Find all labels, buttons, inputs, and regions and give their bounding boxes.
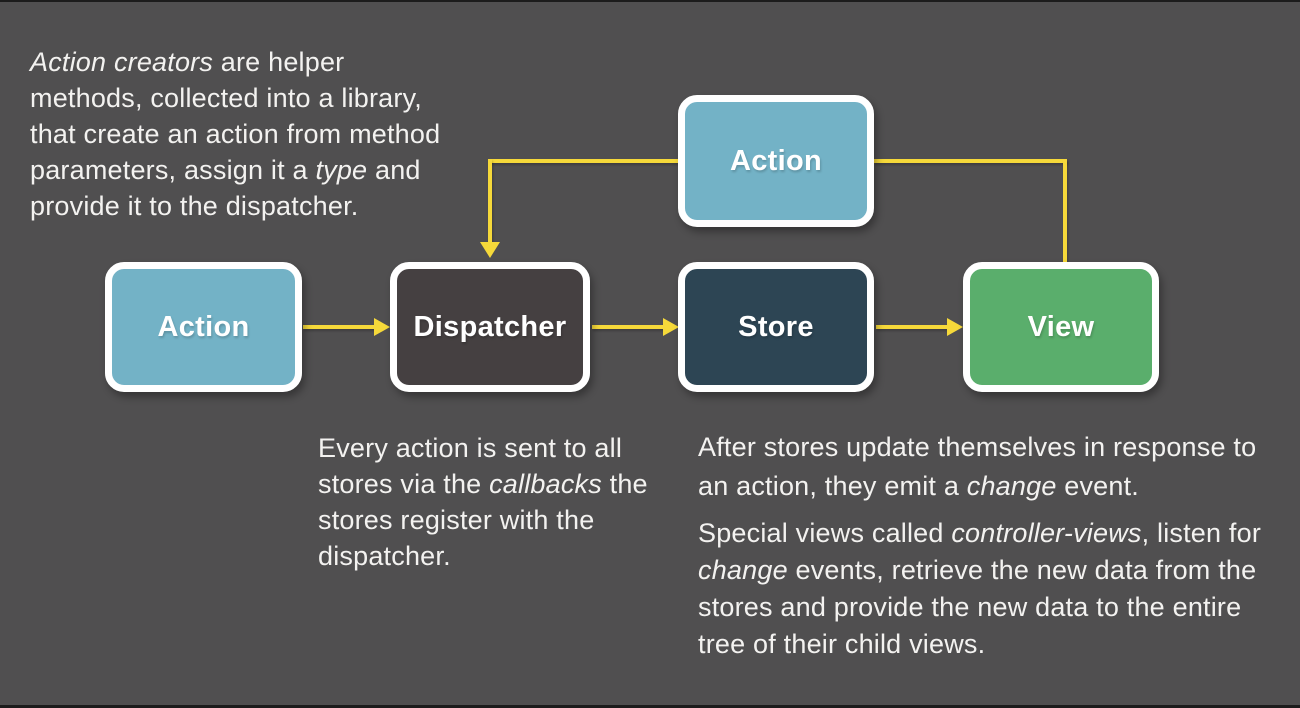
arrow-dispatcher-to-store bbox=[592, 325, 664, 329]
note-change-event: After stores update themselves in respon… bbox=[698, 432, 1257, 501]
arrow-action-to-dispatcher bbox=[303, 325, 375, 329]
arrow-store-to-view bbox=[876, 325, 948, 329]
arrowhead-action-to-dispatcher bbox=[374, 318, 390, 336]
loop-line-action-to-dispatcher-horizontal bbox=[490, 159, 679, 163]
note-controller-views: Special views called controller-views, l… bbox=[698, 518, 1262, 659]
node-action-top: Action bbox=[678, 95, 874, 227]
node-view: View bbox=[963, 262, 1159, 392]
node-dispatcher-label: Dispatcher bbox=[413, 310, 567, 343]
note-store-views: After stores update themselves in respon… bbox=[698, 428, 1261, 663]
node-store: Store bbox=[678, 262, 874, 392]
node-action-top-label: Action bbox=[729, 144, 822, 177]
loop-line-view-to-action-horizontal bbox=[874, 159, 1067, 163]
node-view-label: View bbox=[1027, 310, 1095, 343]
node-action: Action bbox=[105, 262, 302, 392]
node-action-label: Action bbox=[157, 310, 250, 343]
node-dispatcher: Dispatcher bbox=[390, 262, 590, 392]
loop-line-view-to-action-vertical bbox=[1063, 159, 1067, 263]
loop-line-action-to-dispatcher-vertical bbox=[488, 159, 492, 243]
bottom-edge-strip bbox=[0, 705, 1300, 708]
node-store-label: Store bbox=[738, 310, 814, 343]
arrowhead-store-to-view bbox=[947, 318, 963, 336]
top-edge-strip bbox=[0, 0, 1300, 2]
arrowhead-dispatcher-to-store bbox=[663, 318, 679, 336]
arrowhead-down-into-dispatcher bbox=[480, 242, 500, 258]
